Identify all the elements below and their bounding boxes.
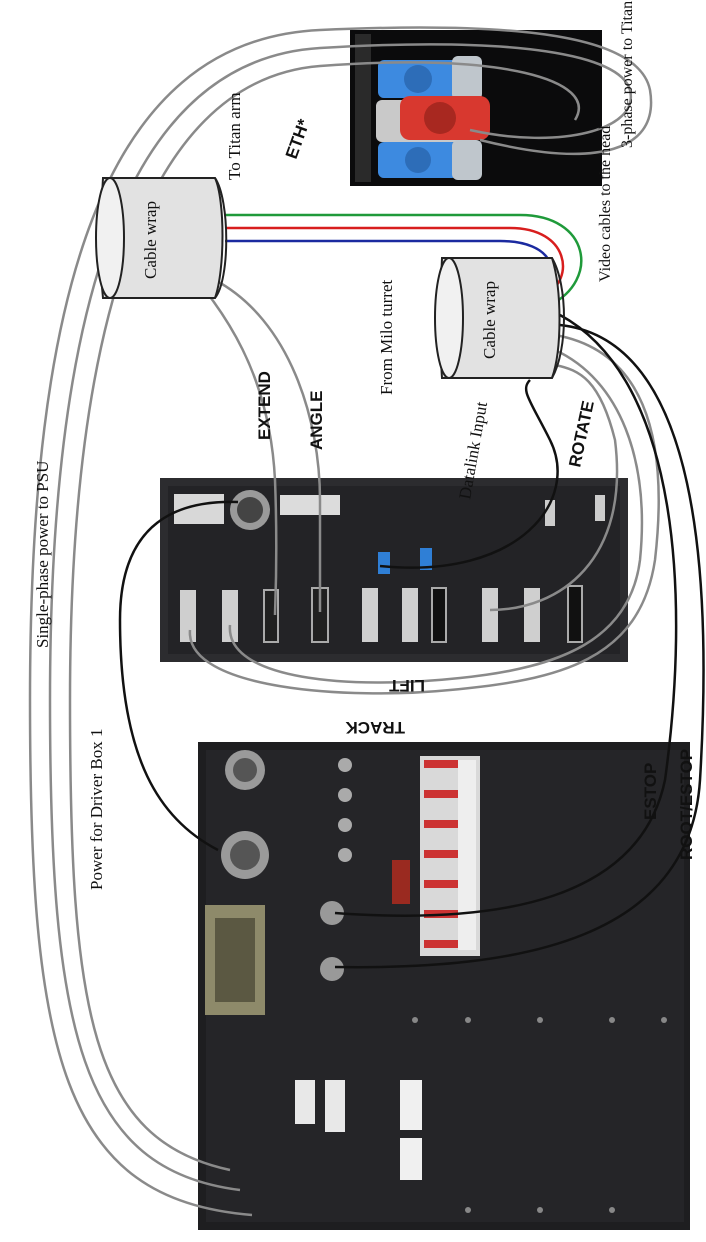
cable-wrap-bottom <box>434 257 565 379</box>
single-phase-label: Single-phase power to PSU <box>33 461 52 648</box>
circuit-breaker-row <box>420 756 480 956</box>
power-driver-label: Power for Driver Box 1 <box>87 729 106 890</box>
from-milo-label: From Milo turret <box>377 280 396 395</box>
single-phase-power-cable <box>28 26 653 1217</box>
to-titan-arm-label: To Titan arm <box>225 92 244 180</box>
cable-wrap-bottom-label: Cable wrap <box>480 281 499 359</box>
extend-label: EXTEND <box>255 371 274 440</box>
circular-connector-icon <box>225 750 265 790</box>
root-estop-label: ROOT/ESTOP <box>677 749 696 860</box>
cable-wrap-top-label: Cable wrap <box>141 201 160 279</box>
black-cables <box>118 313 705 969</box>
angle-label: ANGLE <box>307 391 326 451</box>
eth-label: ETH* <box>282 116 314 161</box>
three-phase-label: 3-phase power to Titan arm <box>619 0 636 148</box>
circular-connector-icon <box>230 490 270 530</box>
rotate-label: ROTATE <box>565 399 598 469</box>
red-socket-icon <box>376 96 490 142</box>
lift-track-cables <box>188 333 660 695</box>
estop-label: ESTOP <box>641 763 660 820</box>
cable-wrap-top <box>95 177 228 299</box>
video-cables-label: Video cables to the head <box>597 126 614 282</box>
power-inlet-connector <box>205 905 265 1015</box>
circular-connector-icon <box>221 831 269 879</box>
blue-socket-icon <box>378 140 482 180</box>
track-label: TRACK <box>345 718 405 737</box>
lift-label: LIFT <box>389 676 425 695</box>
blue-socket-icon <box>378 56 482 100</box>
psu-box-photo <box>198 742 690 1230</box>
three-phase-socket-photo <box>350 30 602 186</box>
